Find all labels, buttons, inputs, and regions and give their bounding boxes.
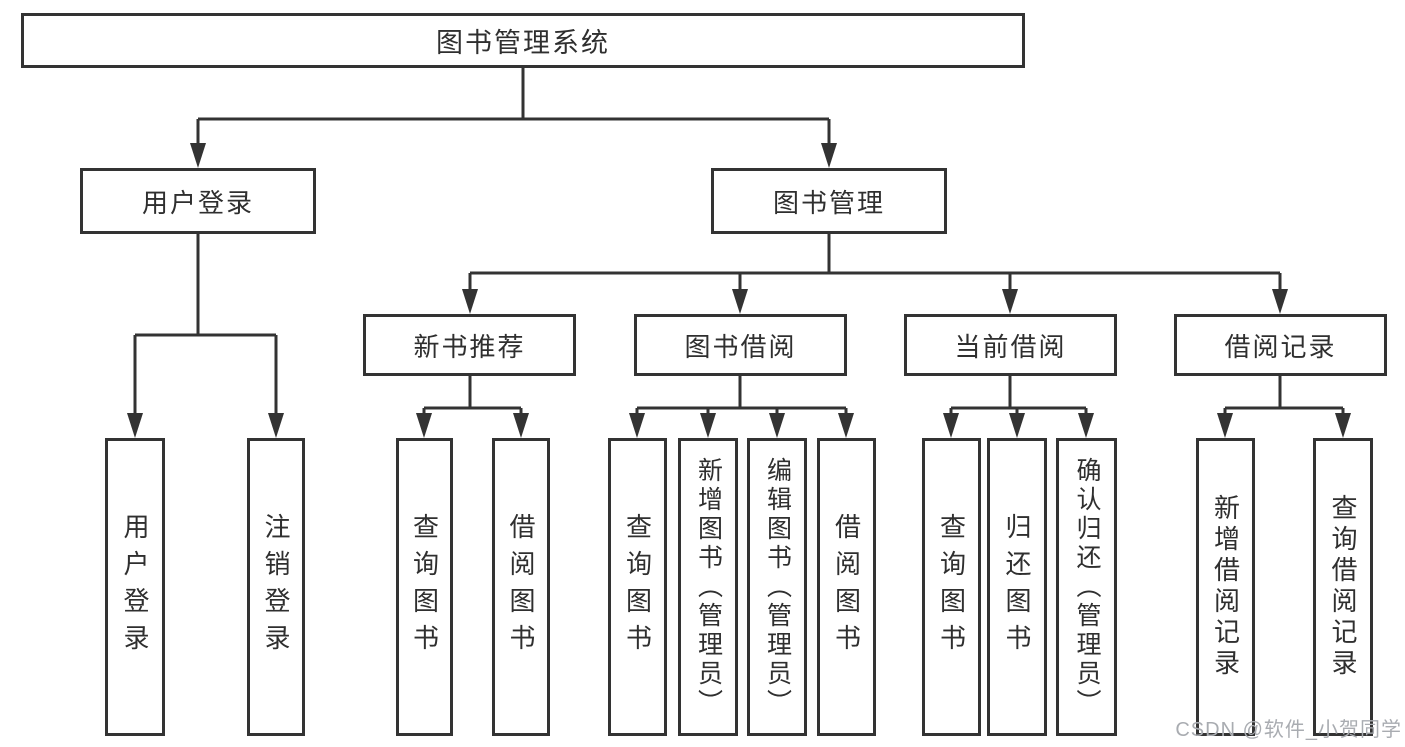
arrowhead bbox=[1002, 289, 1018, 314]
node-label: 图书管理系统 bbox=[436, 28, 610, 58]
arrowhead bbox=[1272, 289, 1288, 314]
connector-book-mgmt-to-level3 bbox=[468, 234, 1282, 296]
arrowhead bbox=[268, 413, 284, 438]
arrowhead bbox=[629, 413, 645, 438]
node-label: 查询借阅记录 bbox=[1328, 494, 1358, 680]
arrowhead bbox=[416, 413, 432, 438]
node-label: 查询图书 bbox=[936, 513, 967, 661]
node-new-book-recommend: 新书推荐 bbox=[363, 314, 576, 376]
leaf-borrow-books: 借阅图书 bbox=[492, 438, 550, 736]
node-label: 注销登录 bbox=[261, 513, 291, 661]
node-label: 图书管理 bbox=[772, 187, 885, 218]
leaf-return-books: 归还图书 bbox=[987, 438, 1047, 736]
leaf-query-books: 查询图书 bbox=[396, 438, 453, 736]
node-label: 确认归还（管理员） bbox=[1073, 456, 1101, 718]
leaf-query-books: 查询图书 bbox=[922, 438, 981, 736]
arrowhead bbox=[513, 413, 529, 438]
arrowhead bbox=[732, 289, 748, 314]
node-book-management: 图书管理 bbox=[711, 168, 947, 234]
node-system-root: 图书管理系统 bbox=[21, 13, 1025, 68]
arrowhead bbox=[769, 413, 785, 438]
leaf-query-borrow-record: 查询借阅记录 bbox=[1313, 438, 1373, 736]
node-label: 查询图书 bbox=[409, 513, 440, 661]
arrowhead bbox=[943, 413, 959, 438]
node-label: 新书推荐 bbox=[413, 331, 526, 362]
arrowhead bbox=[190, 143, 206, 168]
connector-current-borrow-to-leaves bbox=[949, 376, 1088, 420]
node-label: 新增借阅记录 bbox=[1210, 494, 1241, 680]
leaf-borrow-books: 借阅图书 bbox=[817, 438, 876, 736]
node-label: 归还图书 bbox=[1002, 513, 1032, 661]
connector-book-borrow-to-leaves bbox=[635, 376, 848, 420]
arrowhead bbox=[1009, 413, 1025, 438]
leaf-logout: 注销登录 bbox=[247, 438, 305, 736]
node-label: 用户登录 bbox=[120, 513, 150, 661]
node-user-login: 用户登录 bbox=[80, 168, 316, 234]
leaf-add-borrow-record: 新增借阅记录 bbox=[1196, 438, 1255, 736]
node-label: 新增图书（管理员） bbox=[694, 456, 723, 718]
node-label: 借阅图书 bbox=[831, 513, 862, 661]
leaf-edit-books-admin: 编辑图书（管理员） bbox=[747, 438, 807, 736]
arrowhead bbox=[1335, 413, 1351, 438]
node-label: 借阅记录 bbox=[1224, 331, 1337, 362]
leaf-add-books-admin: 新增图书（管理员） bbox=[678, 438, 738, 736]
connector-root-to-level2 bbox=[196, 68, 831, 150]
arrowhead bbox=[462, 289, 478, 314]
node-borrow-records: 借阅记录 bbox=[1174, 314, 1387, 376]
node-label: 查询图书 bbox=[622, 513, 653, 661]
arrowhead bbox=[821, 143, 837, 168]
arrowhead bbox=[838, 413, 854, 438]
leaf-confirm-return-admin: 确认归还（管理员） bbox=[1056, 438, 1117, 736]
connector-user-login-to-leaves bbox=[133, 234, 278, 420]
arrowhead bbox=[1078, 413, 1094, 438]
connector-new-book-rec-to-leaves bbox=[422, 376, 523, 420]
connector-borrow-records-to-leaves bbox=[1223, 376, 1345, 420]
node-current-borrowing: 当前借阅 bbox=[904, 314, 1117, 376]
node-label: 用户登录 bbox=[141, 187, 254, 218]
node-label: 借阅图书 bbox=[506, 513, 536, 661]
arrowhead bbox=[700, 413, 716, 438]
leaf-query-books: 查询图书 bbox=[608, 438, 667, 736]
node-label: 当前借阅 bbox=[954, 331, 1067, 362]
node-label: 图书借阅 bbox=[684, 331, 797, 362]
leaf-user-login: 用户登录 bbox=[105, 438, 165, 736]
arrowhead bbox=[1217, 413, 1233, 438]
node-label: 编辑图书（管理员） bbox=[763, 456, 792, 718]
node-book-borrowing: 图书借阅 bbox=[634, 314, 847, 376]
arrowhead bbox=[127, 413, 143, 438]
csdn-watermark: CSDN @软件_小贺同学 bbox=[1175, 719, 1402, 741]
